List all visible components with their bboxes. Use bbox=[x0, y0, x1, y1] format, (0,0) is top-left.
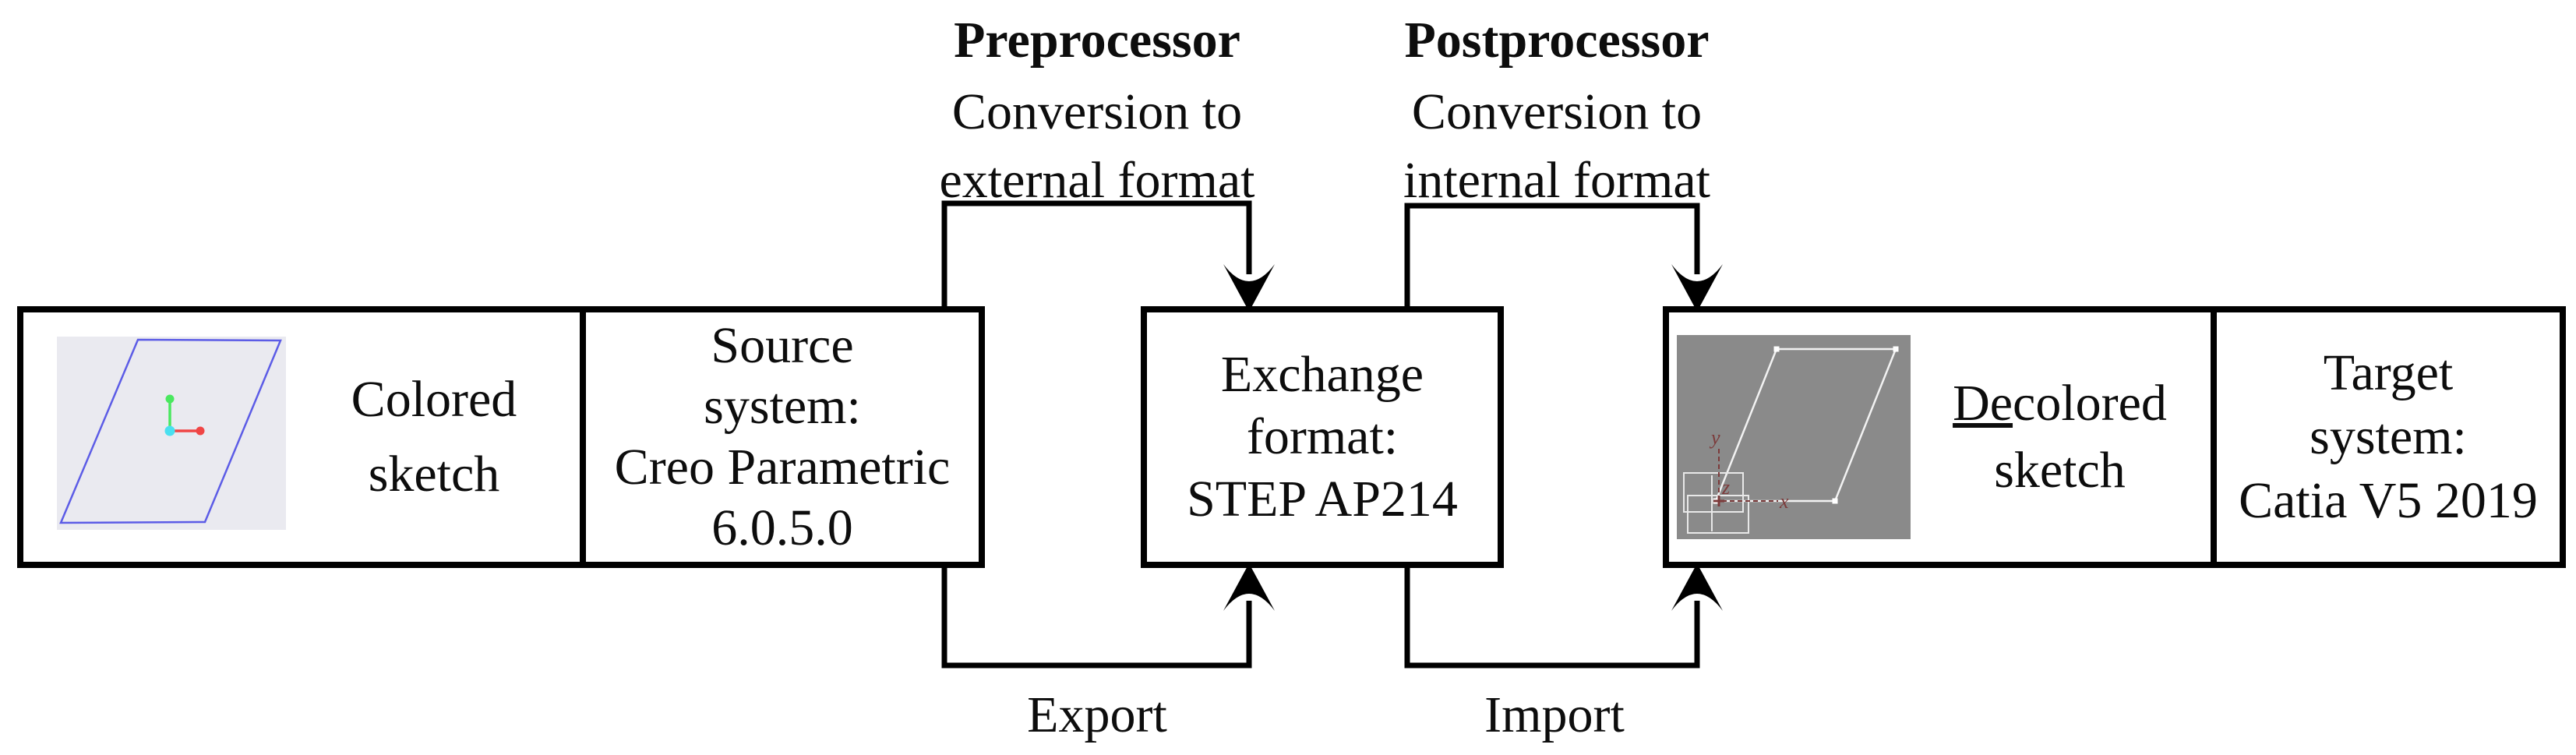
source-system-line1: Source bbox=[711, 317, 854, 374]
exchange-format-label: Exchange format: STEP AP214 bbox=[1147, 312, 1498, 562]
import-label: Import bbox=[1484, 686, 1625, 743]
exchange-format-line2: format: bbox=[1246, 408, 1399, 465]
box-decolored-sketch: y z x Decolored sketch bbox=[1663, 306, 2217, 568]
box-colored-sketch: Colored sketch bbox=[17, 306, 586, 568]
postprocessor-arrowhead-icon bbox=[1671, 264, 1723, 312]
decolored-sketch-label-line2: sketch bbox=[1994, 442, 2126, 499]
exchange-format-line3: STEP AP214 bbox=[1187, 471, 1458, 527]
box-source-system: Source system: Creo Parametric 6.0.5.0 bbox=[580, 306, 985, 568]
preprocessor-desc-line2: external format bbox=[939, 152, 1255, 209]
import-arrowhead-icon bbox=[1671, 563, 1723, 611]
postprocessor-connector bbox=[1404, 203, 1723, 312]
colored-sketch-label: Colored sketch bbox=[288, 312, 580, 562]
preprocessor-label: Preprocessor Conversion to external form… bbox=[902, 3, 1292, 215]
decolored-axes-icon: y z x bbox=[1709, 426, 1789, 513]
postprocessor-desc-line2: internal format bbox=[1403, 152, 1710, 209]
target-system-line2: system: bbox=[2310, 408, 2467, 465]
colored-axes-icon bbox=[164, 394, 205, 436]
box-exchange-format: Exchange format: STEP AP214 bbox=[1141, 306, 1504, 568]
colored-sketch-label-line1: Colored bbox=[351, 371, 517, 428]
axis-label-z: z bbox=[1721, 476, 1730, 499]
colored-parallelogram bbox=[59, 338, 282, 524]
decolored-sketch-background bbox=[1677, 335, 1911, 539]
postprocessor-title: Postprocessor bbox=[1404, 12, 1710, 69]
import-connector bbox=[1404, 563, 1723, 669]
source-system-line2: system: bbox=[704, 378, 861, 435]
axis-label-y: y bbox=[1709, 426, 1720, 449]
import-line bbox=[1404, 563, 1700, 669]
export-label: Export bbox=[1027, 686, 1167, 743]
export-line bbox=[941, 563, 1252, 669]
preprocessor-title: Preprocessor bbox=[954, 12, 1240, 69]
exchange-format-line1: Exchange bbox=[1220, 346, 1424, 403]
colored-sketch-label-line2: sketch bbox=[368, 446, 500, 503]
target-system-line1: Target bbox=[2323, 344, 2454, 401]
preprocessor-line bbox=[941, 200, 1252, 309]
postprocessor-label: Postprocessor Conversion to internal for… bbox=[1362, 3, 1752, 215]
postprocessor-desc-line1: Conversion to bbox=[1411, 83, 1703, 140]
preprocessor-desc-line1: Conversion to bbox=[951, 83, 1243, 140]
source-system-line3: Creo Parametric bbox=[614, 439, 951, 496]
source-system-line4: 6.0.5.0 bbox=[711, 499, 853, 556]
decolored-underlined-part: De bbox=[1953, 375, 2013, 432]
decolored-sketch-image: y z x bbox=[1677, 335, 1911, 539]
box-target-system: Target system: Catia V5 2019 bbox=[2211, 306, 2566, 568]
export-arrowhead-icon bbox=[1223, 563, 1275, 611]
postprocessor-line bbox=[1404, 203, 1700, 309]
axis-label-x: x bbox=[1779, 490, 1789, 513]
decolored-sketch-label-line1: Decolored bbox=[1953, 370, 2167, 437]
source-system-label: Source system: Creo Parametric 6.0.5.0 bbox=[586, 312, 979, 562]
decolored-rest-part: colored bbox=[2013, 375, 2167, 432]
target-system-label: Target system: Catia V5 2019 bbox=[2217, 312, 2560, 562]
preprocessor-connector bbox=[941, 200, 1275, 312]
target-system-line3: Catia V5 2019 bbox=[2239, 472, 2538, 529]
colored-sketch-image bbox=[57, 337, 286, 530]
decolored-sketch-label: Decolored sketch bbox=[1909, 312, 2211, 562]
preprocessor-arrowhead-icon bbox=[1223, 264, 1275, 312]
export-connector bbox=[941, 563, 1275, 669]
